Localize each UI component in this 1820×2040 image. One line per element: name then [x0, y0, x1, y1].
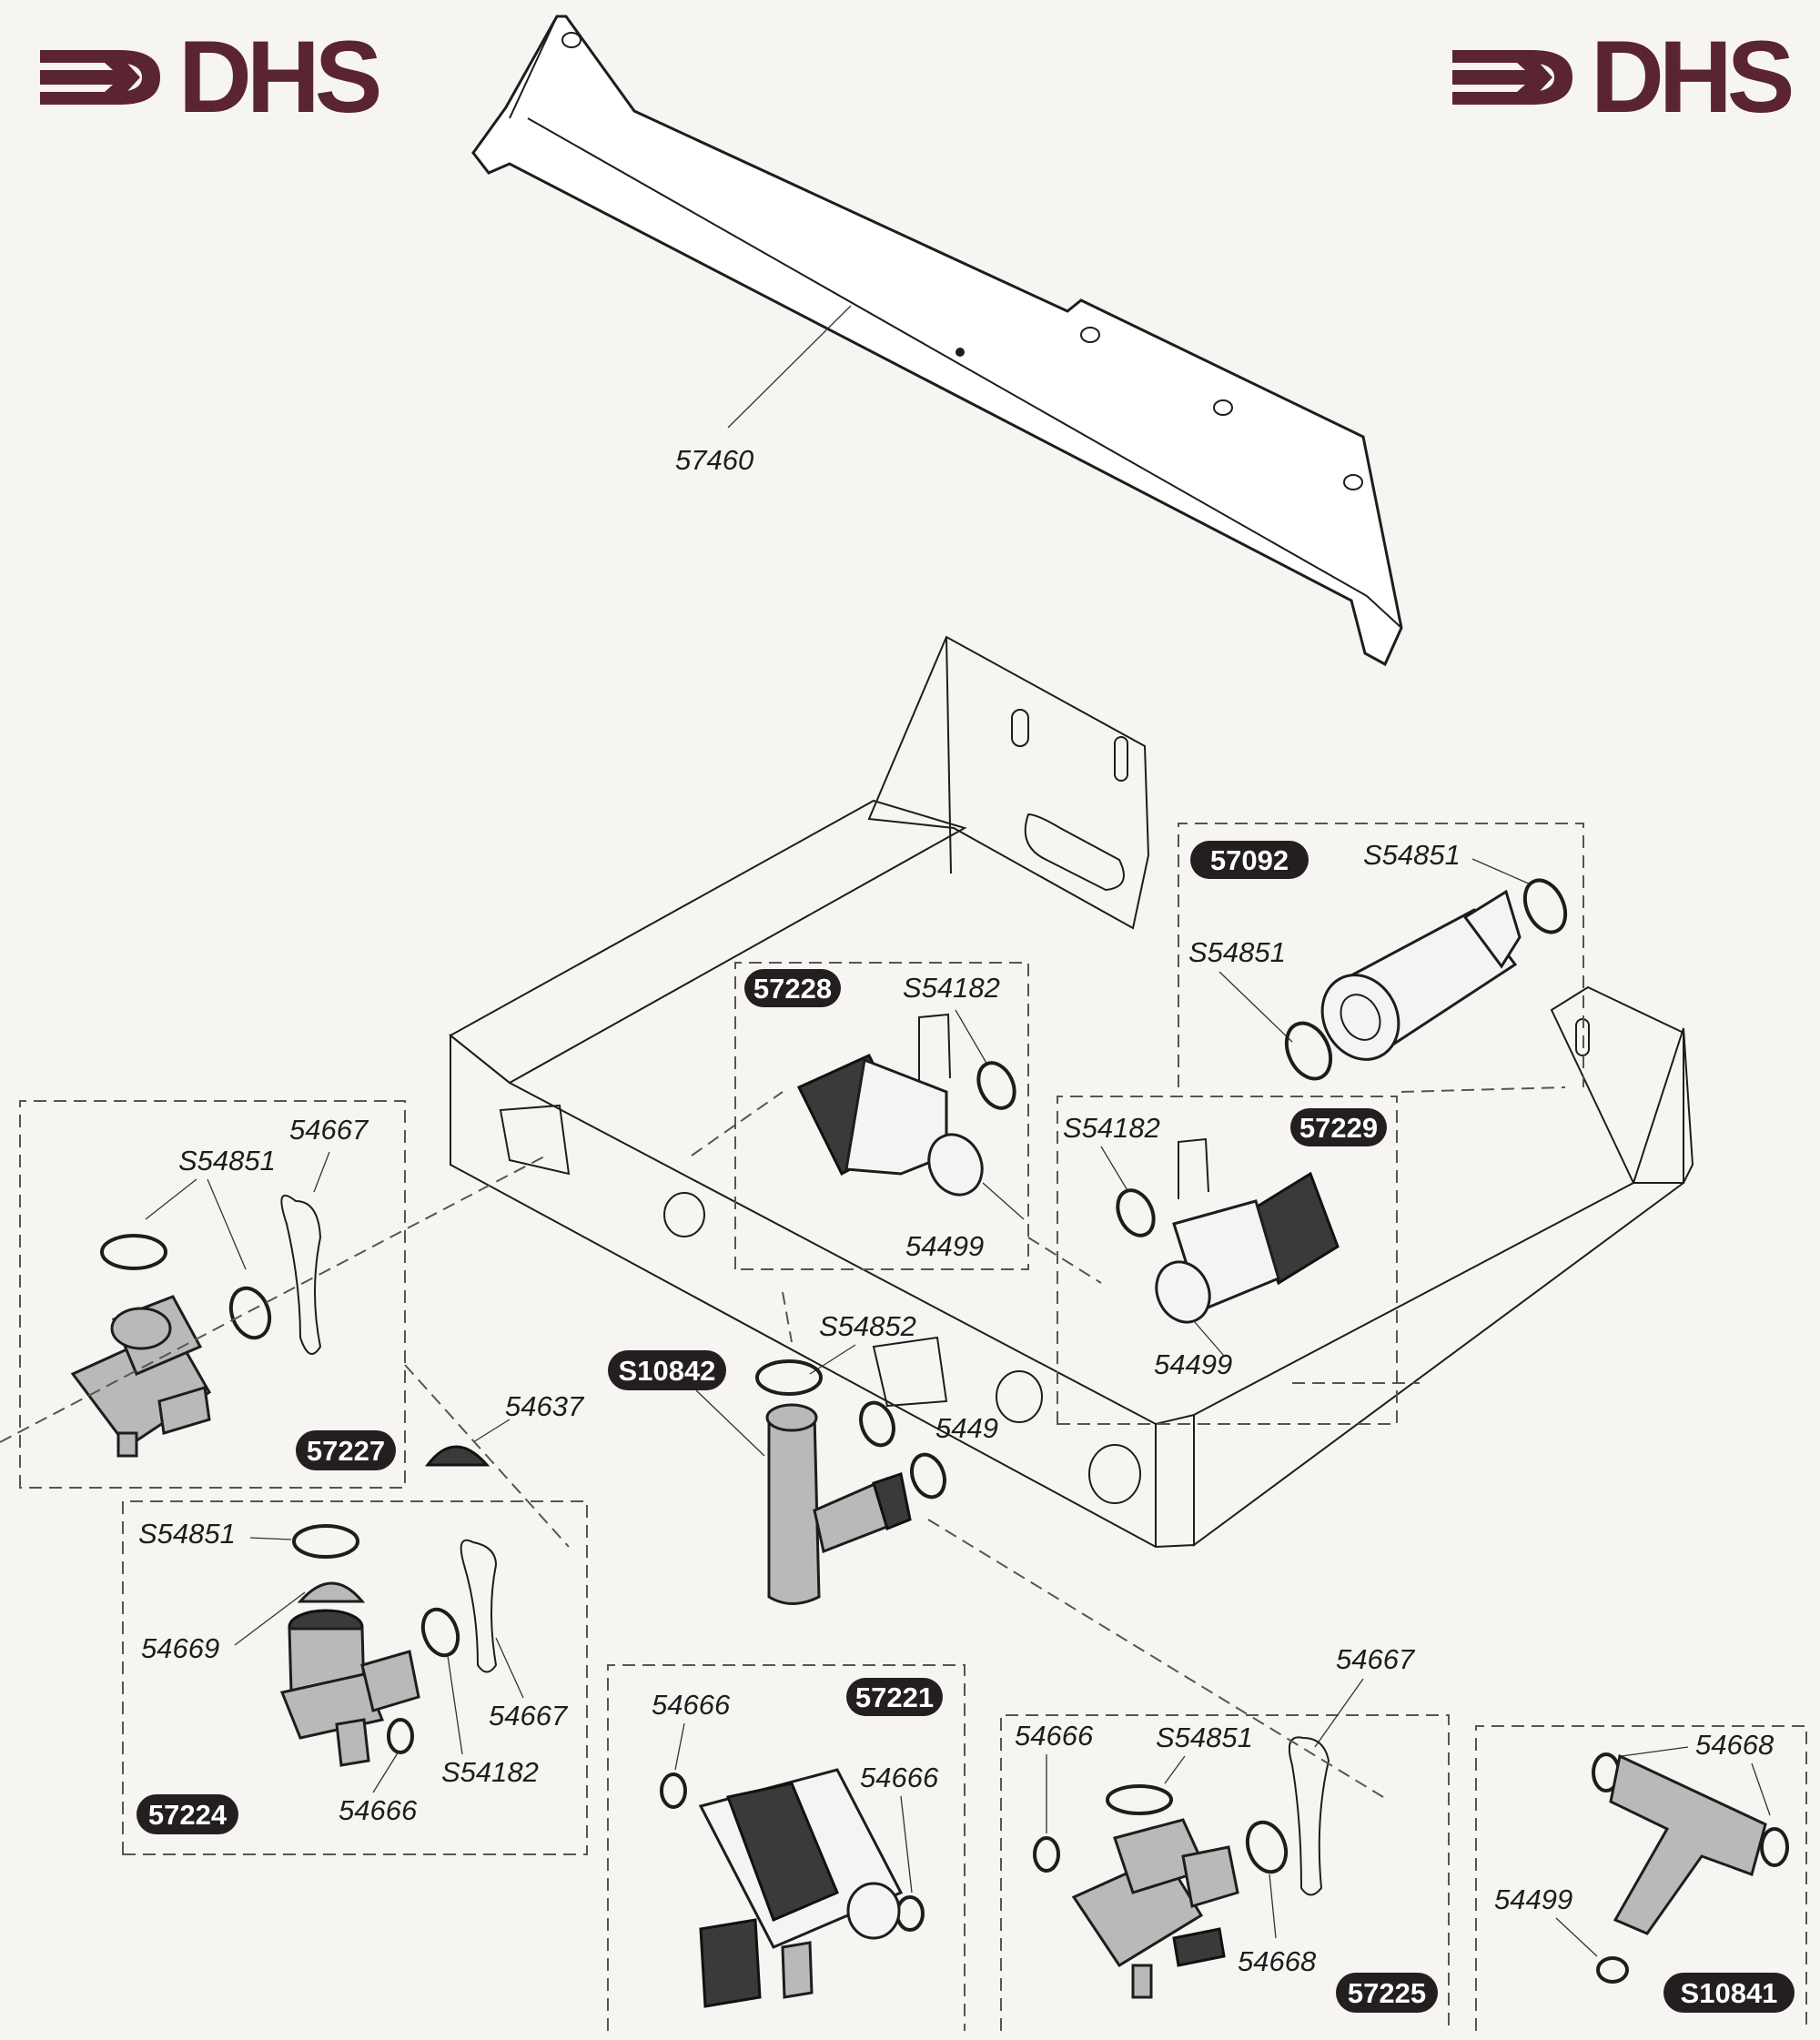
logo-text: DHS	[178, 20, 382, 134]
badge-57228	[744, 969, 841, 1007]
kit-57225: 57225 54666 S54851 54667 54668	[1000, 1643, 1450, 2031]
svg-text:54499: 54499	[1154, 1348, 1232, 1380]
svg-text:54667: 54667	[289, 1114, 369, 1146]
kit-57224: 57224 S54851 54669 54667 S54182 54666	[122, 1500, 588, 1855]
badge-57224	[136, 1794, 238, 1834]
kit-57092: 57092 S54851 S54851	[1178, 823, 1584, 1087]
svg-text:57221: 57221	[855, 1681, 934, 1713]
svg-text:54668: 54668	[1695, 1729, 1774, 1761]
wall-bracket-57460: 57460	[471, 15, 1403, 667]
badge-S10841	[1663, 1973, 1795, 2013]
dhs-logo-right: DHS	[1445, 20, 1795, 134]
svg-text:57229: 57229	[1299, 1112, 1378, 1144]
strainer-54637: 54637	[424, 1390, 585, 1467]
svg-text:S54182: S54182	[441, 1756, 539, 1788]
svg-text:5449: 5449	[935, 1412, 998, 1444]
svg-text:S10841: S10841	[1681, 1977, 1778, 2009]
part-S10841: S10841 54668 54499	[1475, 1725, 1807, 2031]
svg-text:S54851: S54851	[1363, 839, 1461, 871]
svg-text:54666: 54666	[652, 1689, 731, 1721]
kit-57228: 57228 S54182 54499	[734, 962, 1029, 1270]
svg-text:54666: 54666	[860, 1762, 939, 1793]
part-S10842: S10842 S54852 5449	[608, 1310, 998, 1605]
svg-text:54499: 54499	[1494, 1883, 1572, 1915]
svg-text:S54851: S54851	[1188, 936, 1286, 968]
svg-text:54666: 54666	[339, 1794, 418, 1826]
jig-frame	[449, 635, 1694, 1549]
svg-text:S54182: S54182	[1063, 1112, 1160, 1144]
svg-text:57228: 57228	[753, 973, 832, 1005]
svg-text:54667: 54667	[489, 1700, 569, 1732]
logo-text: DHS	[1591, 20, 1795, 134]
badge-57221	[846, 1678, 943, 1716]
svg-text:57225: 57225	[1348, 1977, 1426, 2009]
kit-57221: 57221 54666 54666	[607, 1664, 966, 2031]
svg-text:54669: 54669	[141, 1632, 219, 1664]
badge-57092	[1190, 841, 1309, 879]
svg-text:54499: 54499	[905, 1230, 984, 1262]
svg-text:S54182: S54182	[903, 972, 1000, 1004]
svg-text:54637: 54637	[505, 1390, 585, 1422]
svg-text:57092: 57092	[1210, 844, 1289, 876]
kit-57229: 57229 S54182 54499	[1057, 1096, 1398, 1425]
badge-S10842	[608, 1350, 726, 1390]
dhs-arrow-icon	[40, 50, 160, 105]
badge-57225	[1336, 1973, 1438, 2013]
assembly-leaders	[0, 1086, 1566, 1798]
svg-text:54667: 54667	[1336, 1643, 1416, 1675]
svg-text:S54851: S54851	[138, 1518, 236, 1550]
badge-57227	[296, 1430, 396, 1470]
svg-text:S54851: S54851	[178, 1145, 276, 1177]
svg-text:57227: 57227	[307, 1435, 385, 1467]
dhs-arrow-icon	[1452, 50, 1572, 105]
label-57460: 57460	[675, 444, 753, 476]
kit-57227: 57227 54667 S54851	[19, 1100, 406, 1489]
svg-text:S54851: S54851	[1156, 1722, 1253, 1753]
svg-text:54666: 54666	[1015, 1720, 1094, 1752]
svg-text:S54852: S54852	[819, 1310, 916, 1342]
svg-text:54668: 54668	[1238, 1945, 1317, 1977]
badge-57229	[1290, 1108, 1387, 1146]
dhs-logo-left: DHS	[33, 20, 382, 134]
svg-text:57224: 57224	[148, 1799, 228, 1831]
svg-text:S10842: S10842	[619, 1355, 716, 1387]
